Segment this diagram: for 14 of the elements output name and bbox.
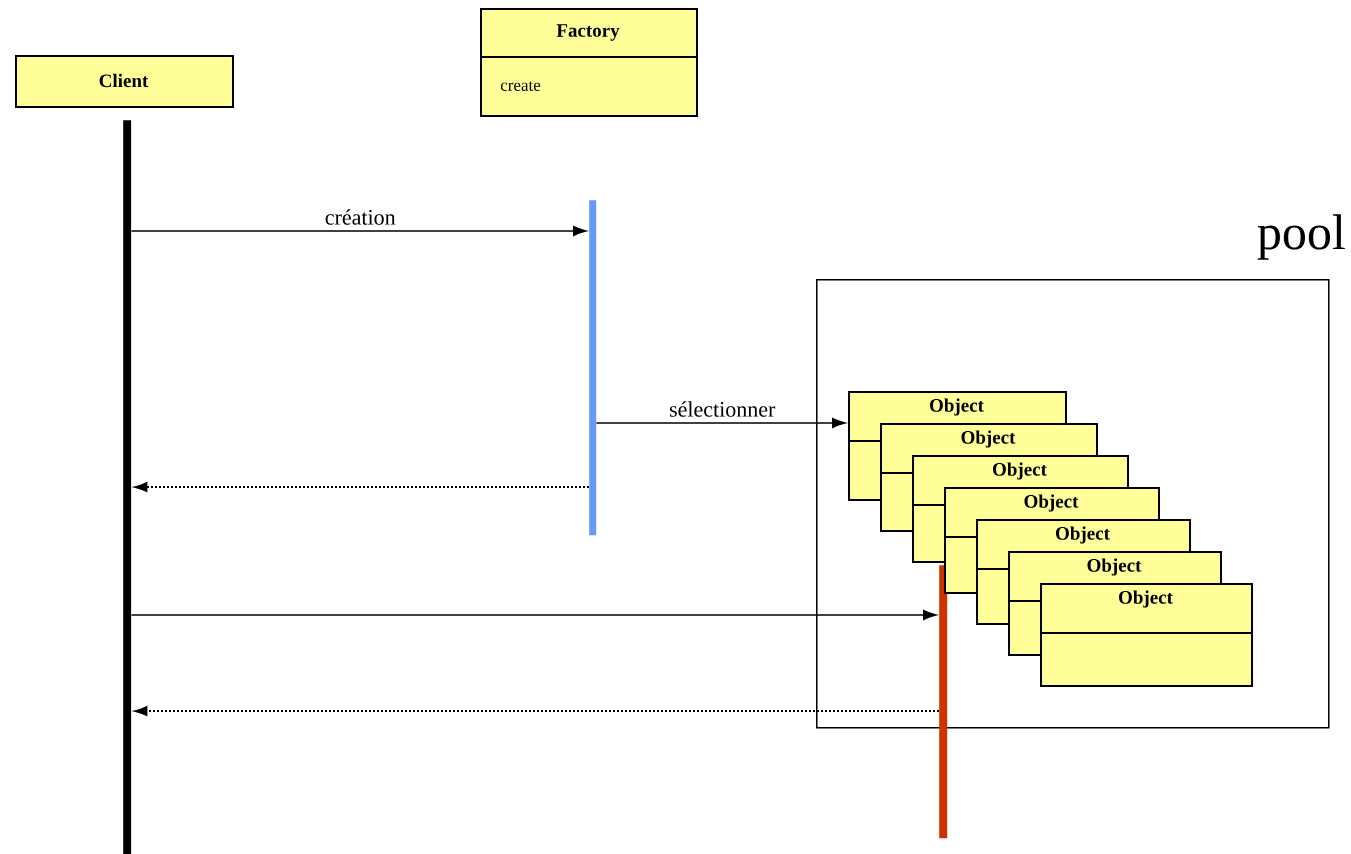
- arrow: [130, 226, 587, 236]
- edge-label: sélectionner: [668, 400, 777, 418]
- arrow: [134, 706, 940, 716]
- lifeline: [123, 120, 132, 854]
- arrow: [134, 482, 590, 492]
- activation-bar: [589, 200, 597, 536]
- class-box: Object: [1039, 583, 1253, 687]
- node-label: pool: [1257, 214, 1345, 260]
- arrow: [595, 418, 846, 428]
- class-box: Factory create: [479, 8, 698, 117]
- arrow: [130, 610, 937, 620]
- edge-label: création: [323, 208, 397, 226]
- activation-bar: [939, 565, 948, 839]
- class-box: Client: [15, 55, 234, 108]
